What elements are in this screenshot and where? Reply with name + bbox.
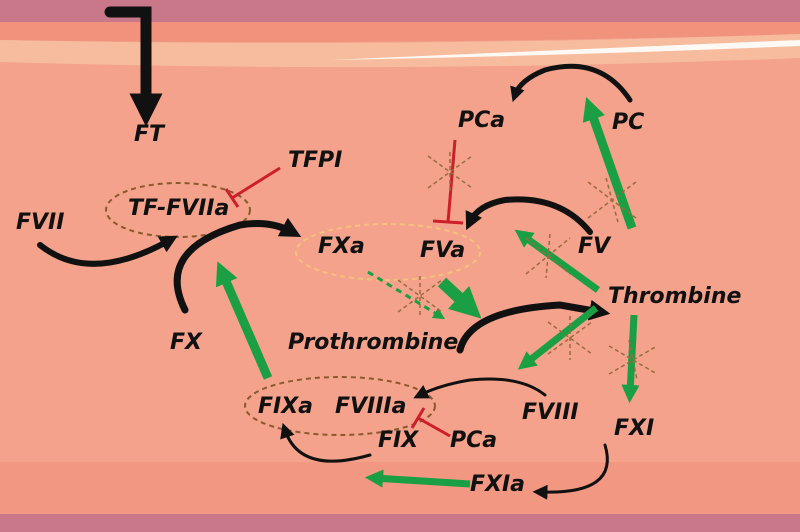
fvii-to-tf-fviia-arrow [37,235,178,267]
pca-top-label: PCa [458,108,506,133]
fxi-label: FXI [614,416,655,441]
inhibition-lines [224,139,464,438]
thrombine-activates-pc-arrow [582,96,637,230]
fv-to-fva-arrow [465,196,593,235]
fix-to-fixa-arrow [280,422,372,463]
fx-label: FX [170,330,202,355]
prothrombine-to-thrombine-arrow [456,299,611,354]
prothrombine-label: Prothrombine [288,330,459,355]
tfpi-inhibits-tf-fviia [231,166,281,200]
fixa-activates-fx-arrow [215,261,273,380]
fva-to-prothrombine-arrow [437,277,482,319]
tf-fviia-complex-outline [105,182,251,238]
fxa-label: FXa [318,234,365,259]
conversion-arrows [37,6,633,500]
tenase-complex-outline [244,376,436,436]
pca-inhibits-fviiia [417,416,451,438]
thrombine-label: Thrombine [608,284,742,309]
prothrombinase-complex-outline [295,223,481,281]
vessel-wall-top [0,0,800,22]
ft-label: FT [134,122,165,147]
asterisk-cross-icon [397,152,658,381]
tf-fviia-label: TF-FVIIa [128,196,230,221]
pca-bottom-label: PCa [450,428,498,453]
fxi-to-fxia-arrow [532,443,609,500]
fix-label: FIX [378,428,419,453]
vessel-wall-bottom [0,514,800,532]
fvii-label: FVII [16,210,65,235]
fviii-label: FVIII [522,400,579,425]
fv-label: FV [578,234,611,259]
activation-arrows [215,96,640,488]
endothelium-top [0,34,800,68]
ft-entry-arrow [104,6,163,127]
fx-to-fxa-arrow [173,217,302,314]
pc-label: PC [612,110,645,135]
fviiia-label: FVIIIa [335,394,407,419]
fviii-to-fviiia-arrow [413,377,547,399]
pc-to-pca-arrow [510,63,633,103]
fxa-to-prothrombine-dashed-arrow [367,270,446,320]
fva-label: FVa [420,238,466,263]
fixa-label: FIXa [258,394,314,419]
fxia-activates-fix-arrow [364,469,471,488]
pca-inhibits-fva [446,139,457,223]
fxia-label: FXIa [470,472,526,497]
tfpi-label: TFPI [288,148,343,173]
thrombine-activates-fviii-arrow [517,305,599,370]
